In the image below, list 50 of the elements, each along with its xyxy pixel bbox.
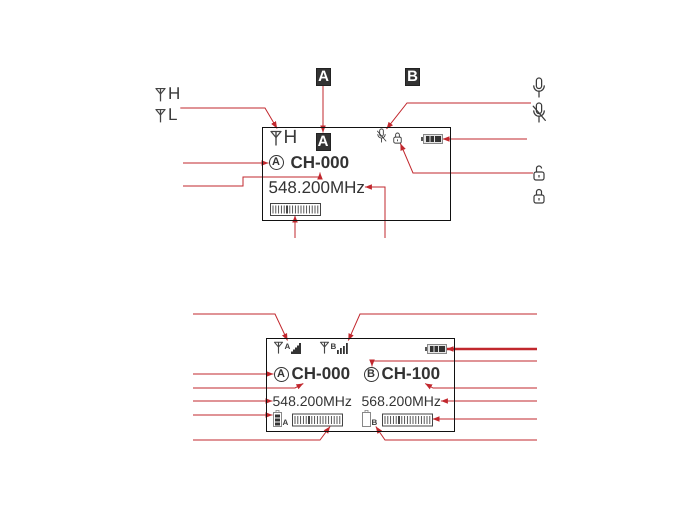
- channel-badge: A: [316, 132, 330, 150]
- channel-number: CH-100: [382, 364, 440, 384]
- leader-line: [364, 184, 386, 238]
- signal-level-label: H: [284, 128, 298, 146]
- leader-line: [192, 398, 273, 404]
- leader-line: [320, 86, 326, 133]
- leader-line: [440, 398, 538, 404]
- frequency-readout: 548.200MHz: [268, 178, 365, 196]
- signal-level-label: H: [168, 86, 180, 102]
- leader-line: [292, 215, 298, 238]
- battery-icon: [424, 344, 446, 354]
- padlock-icon: [392, 130, 402, 144]
- frequency-readout: 568.200MHz: [362, 392, 441, 408]
- leader-line: [375, 426, 538, 440]
- lcd-screen: [262, 127, 451, 221]
- leader-line: [400, 143, 534, 174]
- leader-line: [348, 314, 538, 342]
- leader-line: [180, 108, 278, 129]
- battery-label: A: [282, 418, 288, 426]
- leader-line: [442, 136, 528, 142]
- leader-line: [424, 383, 538, 390]
- leader-line: [386, 102, 532, 130]
- circled-channel-letter: A: [268, 154, 284, 170]
- leader-line: [182, 172, 323, 186]
- muted-microphone-icon: [376, 128, 386, 142]
- level-meter: [382, 412, 432, 426]
- antenna-label: A: [284, 342, 290, 350]
- leader-line: [192, 412, 273, 418]
- channel-number: CH-000: [290, 152, 350, 172]
- lcd-screen: [266, 338, 455, 432]
- antenna-label: B: [330, 342, 336, 350]
- channel-number: CH-000: [292, 364, 350, 384]
- channel-badge: B: [405, 68, 420, 86]
- leader-line: [192, 383, 304, 390]
- leader-line: [369, 360, 538, 367]
- battery-label: B: [372, 418, 378, 426]
- circled-channel-letter: B: [364, 366, 378, 382]
- frequency-readout: 548.200MHz: [272, 392, 352, 408]
- leader-line: [192, 426, 331, 440]
- leader-line: [192, 314, 288, 341]
- leader-line: [192, 371, 274, 377]
- channel-badge: A: [316, 68, 331, 86]
- level-meter: [270, 202, 320, 216]
- leader-line: [432, 416, 538, 422]
- battery-icon: [420, 134, 442, 144]
- circled-channel-letter: A: [274, 366, 288, 382]
- level-meter: [292, 412, 342, 426]
- signal-level-label: L: [168, 107, 178, 123]
- leader-line: [446, 346, 537, 352]
- leader-line: [182, 160, 269, 166]
